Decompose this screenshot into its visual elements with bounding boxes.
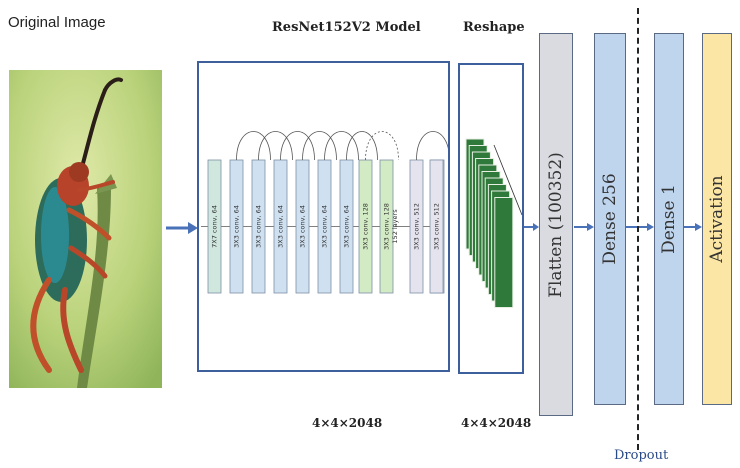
dense-1-layer: Dense 1 — [654, 33, 684, 405]
original-image-title: Original Image — [8, 14, 106, 31]
resnet-model-box — [197, 61, 450, 372]
dropout-line — [637, 8, 639, 450]
resnet-layers-diagram: 7X7 conv, 64 3X3 conv, 64 3X3 conv, 64 3X3 … — [201, 131, 448, 294]
skip-connection — [258, 131, 293, 161]
original-image-photo — [9, 70, 162, 388]
resnet-layer-label: 3X3 conv, 64 — [299, 205, 307, 248]
flatten-label: Flatten (100352) — [546, 151, 566, 298]
resnet-layer: 3X3 conv, 64 — [229, 159, 244, 294]
skip-connection — [280, 131, 315, 161]
resnet-layer: 3X3 conv, 512 — [409, 159, 424, 294]
input-arrow — [166, 222, 198, 234]
reshape-block-stack — [465, 138, 522, 308]
skip-connection — [416, 131, 448, 161]
resnet-layer: 3X3 conv, 128 — [379, 159, 394, 294]
dense-256-label: Dense 256 — [600, 173, 620, 265]
resnet-layer-label: 3X3 conv, 64 — [277, 205, 285, 248]
resnet-layer-label: 7X7 conv, 64 — [211, 205, 219, 248]
skip-connection — [324, 131, 359, 161]
reshape-box — [458, 63, 524, 374]
resnet-layer: 3X3 conv, 64 — [295, 159, 310, 294]
skip-connection — [302, 131, 337, 161]
resnet-layer-label: 3X3 conv, 64 — [233, 205, 241, 248]
resnet-layer: 3X3 conv, 64 — [317, 159, 332, 294]
resnet-layer-label: 3X3 conv, 512 — [413, 203, 421, 250]
resnet-layer: 3X3 conv, 128 — [358, 159, 373, 294]
reshape-block — [494, 197, 514, 308]
skip-connection — [365, 131, 399, 161]
resnet-layer-label: 3X3 conv, 64 — [255, 205, 263, 248]
flatten-layer: Flatten (100352) — [539, 33, 573, 416]
dense-256-layer: Dense 256 — [594, 33, 626, 405]
reshape-title: Reshape — [463, 20, 525, 35]
resnet-layer: 3X3 conv, 64 — [339, 159, 354, 294]
resnet-layer-label: 3X3 conv, 128 — [383, 203, 391, 250]
resnet-middle-label: 152 layers — [391, 209, 399, 244]
dense-1-label: Dense 1 — [659, 184, 679, 254]
skip-connection — [346, 131, 378, 161]
dropout-label: Dropout — [614, 448, 669, 463]
resnet-layer-label: 3X3 conv, 128 — [362, 203, 370, 250]
skip-connection — [236, 131, 271, 161]
layer-arrows — [524, 223, 702, 231]
resnet-layer-label: 3X3 conv, 64 — [343, 205, 351, 248]
reshape-output-dimension: 4×4×2048 — [461, 416, 532, 430]
resnet-layer: 3X3 conv, 64 — [273, 159, 288, 294]
resnet-model-title: ResNet152V2 Model — [272, 20, 421, 35]
resnet-output-dimension: 4×4×2048 — [312, 416, 383, 430]
activation-layer: Activation — [702, 33, 732, 405]
resnet-layer: 7X7 conv, 64 — [207, 159, 222, 294]
resnet-layer-label: 3X3 conv, 64 — [321, 205, 329, 248]
activation-label: Activation — [707, 175, 727, 263]
resnet-layer: 3X3 conv, 64 — [251, 159, 266, 294]
resnet-layer-label: 3X3 conv, 512 — [433, 203, 441, 250]
resnet-layer: 3X3 conv, 512 — [429, 159, 444, 294]
